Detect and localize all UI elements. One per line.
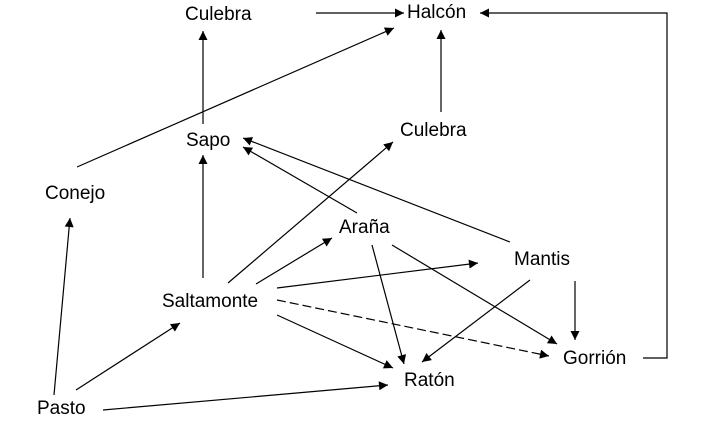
node-pasto: Pasto: [37, 398, 86, 419]
node-saltamonte: Saltamonte: [162, 291, 258, 312]
node-culebra-top: Culebra: [185, 4, 252, 25]
edge-saltamonte-to-raton: [276, 314, 394, 369]
node-raton: Ratón: [404, 370, 455, 391]
node-sapo: Sapo: [186, 130, 230, 151]
node-halcon: Halcón: [407, 2, 466, 23]
edge-gorrion-to-halcon: [480, 8, 668, 359]
edge-pasto-to-saltamonte: [75, 322, 181, 391]
edge-saltamonte-to-mantis: [276, 259, 479, 289]
edge-conejo-to-halcon: [76, 27, 395, 168]
edge-arana-to-raton: [371, 244, 407, 365]
edge-mantis-to-raton: [421, 279, 531, 363]
node-mantis: Mantis: [514, 249, 570, 270]
node-arana: Araña: [339, 217, 390, 238]
edge-saltamonte-to-gorrion: [276, 299, 550, 359]
edge-pasto-to-raton: [102, 381, 389, 411]
edge-saltamonte-to-culebra-mid: [227, 141, 394, 284]
nodes: Halcón Culebra Sapo Culebra Conejo Araña…: [37, 2, 626, 419]
node-conejo: Conejo: [45, 183, 105, 204]
node-gorrion: Gorrión: [563, 348, 626, 369]
edge-saltamonte-to-arana: [255, 237, 333, 285]
edges: [53, 8, 668, 411]
node-culebra-mid: Culebra: [400, 120, 467, 141]
edge-arana-to-sapo: [242, 146, 358, 214]
edge-mantis-to-sapo: [242, 137, 511, 243]
edge-pasto-to-conejo: [53, 217, 74, 396]
edge-arana-to-gorrion: [391, 244, 558, 345]
